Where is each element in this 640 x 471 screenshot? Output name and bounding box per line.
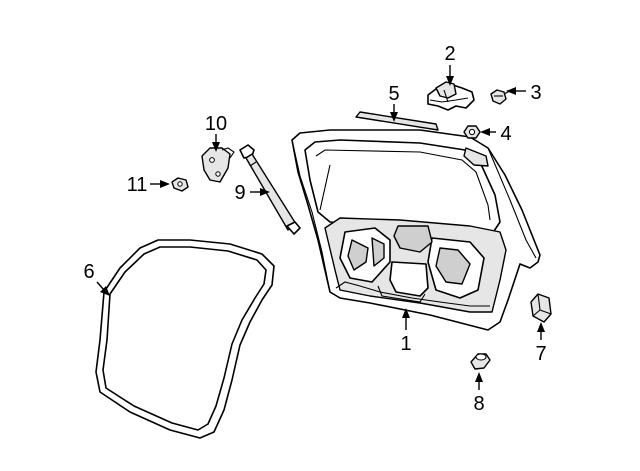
- callout-labels: 1 2 3 4 5 6 7 8 9 10 11: [83, 43, 546, 415]
- callout-2: 2: [444, 43, 455, 65]
- liftgate-weatherstrip: [95, 239, 275, 439]
- hinge-nut: [463, 125, 481, 139]
- leader-lines: [96, 65, 545, 390]
- callout-7: 7: [535, 343, 546, 365]
- hinge-bolt: [490, 89, 513, 105]
- callout-4: 4: [500, 123, 511, 145]
- bracket-bolt: [171, 177, 189, 192]
- callout-5: 5: [388, 83, 399, 105]
- callout-1: 1: [400, 333, 411, 355]
- bumper-stop: [530, 293, 552, 323]
- upper-seal-strip: [355, 111, 439, 131]
- rubber-bumper: [470, 353, 491, 370]
- callout-10: 10: [205, 113, 227, 135]
- strut-bracket: [201, 147, 235, 183]
- liftgate-hinge: [427, 81, 475, 111]
- callout-9: 9: [234, 182, 245, 204]
- callout-6: 6: [83, 261, 94, 283]
- lift-support-strut: [239, 144, 301, 235]
- callout-8: 8: [473, 393, 484, 415]
- callout-11: 11: [127, 174, 148, 196]
- callout-3: 3: [530, 82, 541, 104]
- liftgate-panel: [291, 129, 541, 331]
